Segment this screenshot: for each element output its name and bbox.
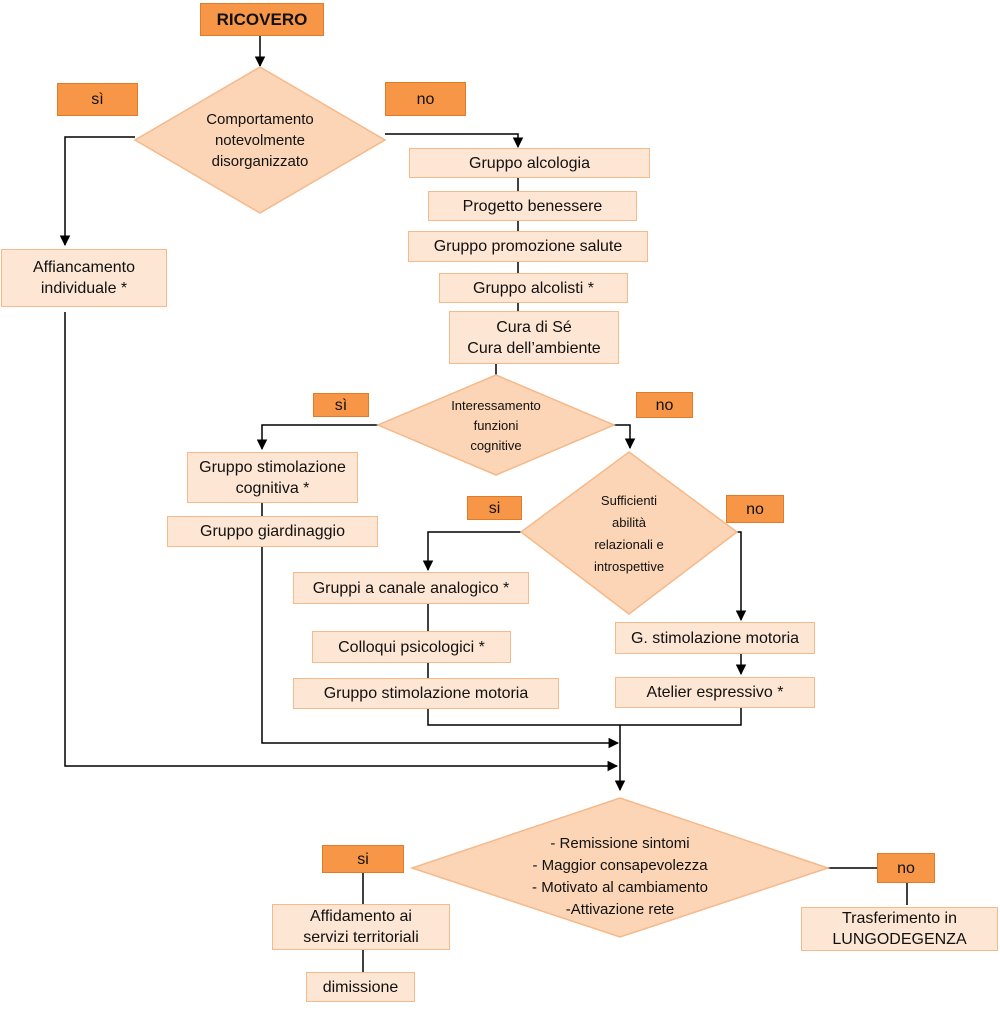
connector-d3-no xyxy=(735,531,747,622)
connector-motoria-merge xyxy=(427,708,742,726)
label-d4-no: no xyxy=(877,853,935,883)
label-d3-yes: si xyxy=(467,496,522,520)
connector-d2-no xyxy=(614,424,636,450)
decision-diamond-1 xyxy=(133,66,387,214)
box-dimissione: dimissione xyxy=(306,972,415,1002)
connector-d1-no xyxy=(385,133,524,149)
connector-d1-yes xyxy=(59,136,135,247)
label-d1-no: no xyxy=(385,82,466,116)
box-trasferimento-lungodegenza: Trasferimento in LUNGODEGENZA xyxy=(801,907,998,951)
decision-4-text: - Remissione sintomi - Maggior consapevo… xyxy=(532,835,708,918)
box-progetto-benessere: Progetto benessere xyxy=(428,191,637,221)
decision-diamond-3 xyxy=(519,451,739,615)
box-atelier-espressivo: Atelier espressivo * xyxy=(615,677,815,708)
connector-d3-yes xyxy=(422,531,521,572)
box-gruppo-promozione-salute: Gruppo promozione salute xyxy=(408,231,648,262)
decision-diamond-2 xyxy=(376,374,616,476)
label-d4-yes: si xyxy=(322,845,404,873)
decision-2-text: Interessamento funzioni cognitive xyxy=(451,398,541,453)
box-gruppo-stimolazione-motoria: Gruppo stimolazione motoria xyxy=(293,678,559,709)
box-affiancamento-individuale: Affiancamento individuale * xyxy=(1,249,167,307)
box-colloqui-psicologici: Colloqui psicologici * xyxy=(312,631,511,663)
box-gruppo-giardinaggio: Gruppo giardinaggio xyxy=(167,516,378,547)
start-box-ricovero: RICOVERO xyxy=(200,3,324,36)
box-gruppi-canale-analogico: Gruppi a canale analogico * xyxy=(293,572,529,604)
decision-diamond-4 xyxy=(409,797,831,938)
box-gruppo-alcolisti: Gruppo alcolisti * xyxy=(439,273,628,303)
box-gruppo-stimolazione-cognitiva: Gruppo stimolazione cognitiva * xyxy=(187,452,358,503)
box-gruppo-alcologia: Gruppo alcologia xyxy=(409,148,650,178)
box-affidamento-servizi: Affidamento ai servizi territoriali xyxy=(272,904,450,950)
connector-affiancamento-merge xyxy=(64,312,619,772)
label-d2-no: no xyxy=(636,392,693,418)
label-d2-yes: sì xyxy=(313,393,369,417)
connector-giardinaggio-merge xyxy=(261,547,620,749)
decision-3-text: Sufficienti abilità relazionali e intros… xyxy=(593,493,665,574)
label-d1-yes: sì xyxy=(57,83,138,116)
box-cura-di-se: Cura di Sé Cura dell’ambiente xyxy=(449,311,619,364)
connector-d2-yes xyxy=(256,424,378,451)
decision-1-text: Comportamento notevolmente disorganizzat… xyxy=(206,110,314,170)
box-g-stimolazione-motoria: G. stimolazione motoria xyxy=(615,622,815,654)
label-d3-no: no xyxy=(726,495,784,523)
